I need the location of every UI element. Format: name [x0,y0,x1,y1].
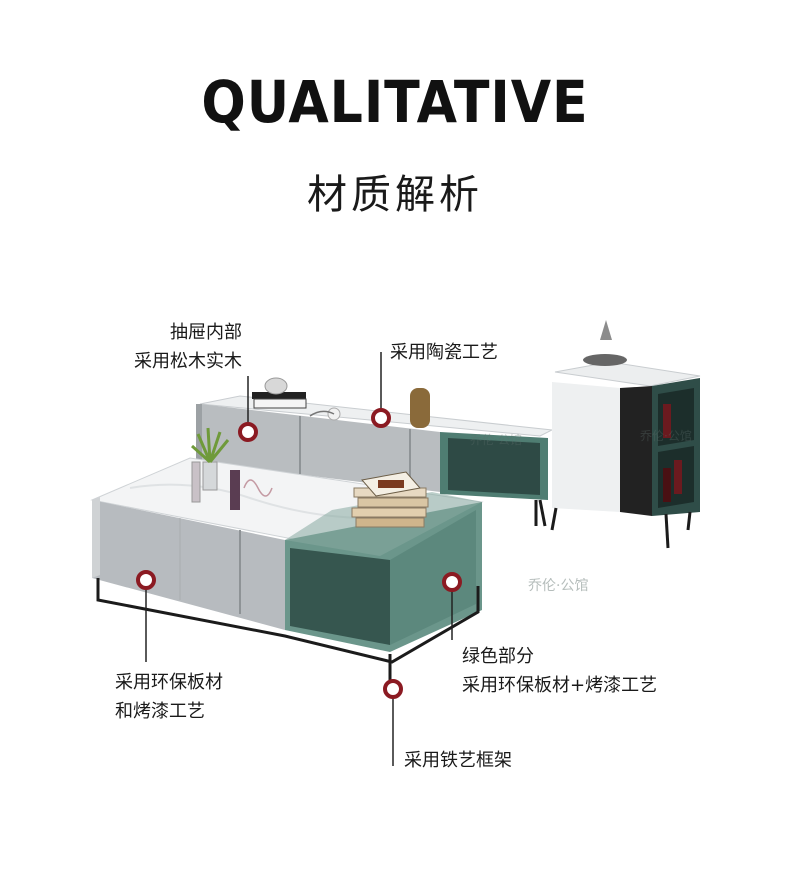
drawer-callout: 抽屉内部 采用松木实木 [118,318,242,376]
green-callout-line1: 绿色部分 [462,646,534,667]
page-title-en: QUALITATIVE [201,68,589,136]
frame-marker [383,679,403,699]
board-marker [136,570,156,590]
board-callout-line1: 采用环保板材 [115,672,223,693]
page-title-cn: 材质解析 [307,172,483,218]
watermark: 乔伦·公馆 [470,432,522,447]
green-callout: 绿色部分 采用环保板材+烤漆工艺 [462,642,657,700]
ceramic-callout: 采用陶瓷工艺 [390,338,498,367]
side-cabinet [550,320,701,549]
green-callout-line2: 采用环保板材+烤漆工艺 [462,675,658,696]
drawer-callout-line2: 采用松木实木 [134,351,242,372]
frame-callout-line1: 采用铁艺框架 [404,750,512,771]
drawer-marker [238,422,258,442]
drawer-callout-line1: 抽屉内部 [170,322,242,343]
frame-callout: 采用铁艺框架 [404,746,512,775]
watermark: 乔伦·公馆 [640,428,692,443]
watermark: 乔伦·公馆 [528,578,588,594]
ceramic-callout-line1: 采用陶瓷工艺 [390,342,498,363]
coffee-table [90,427,484,682]
board-callout-line2: 和烤漆工艺 [115,701,205,722]
board-callout: 采用环保板材 和烤漆工艺 [115,668,223,726]
ceramic-marker [371,408,391,428]
callout-markers [136,352,462,766]
green-marker [442,572,462,592]
